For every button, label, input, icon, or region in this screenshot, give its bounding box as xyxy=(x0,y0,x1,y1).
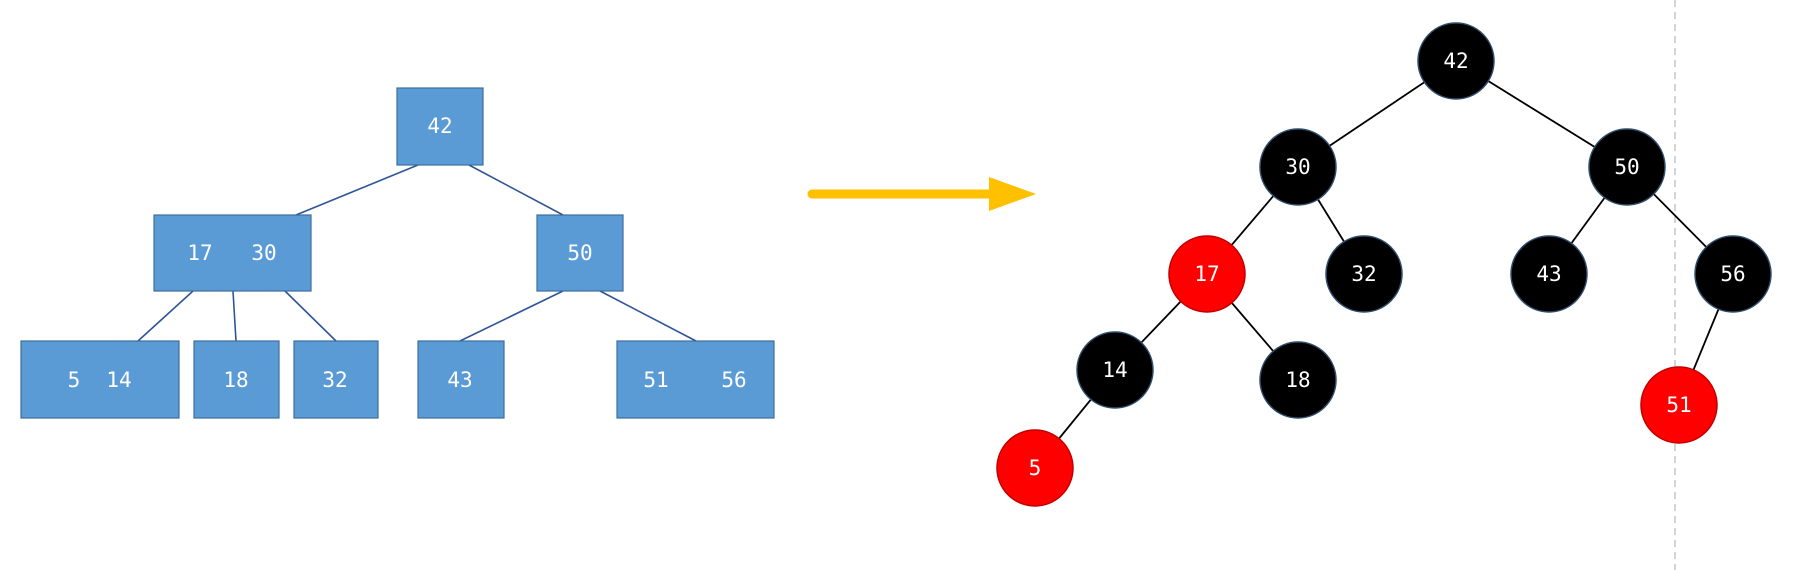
rb-node-key: 30 xyxy=(1285,155,1310,179)
rb-node-key: 18 xyxy=(1285,368,1310,392)
btree-edge-1730-32 xyxy=(284,290,337,342)
btree-key: 32 xyxy=(322,368,347,392)
rb-node-51: 51 xyxy=(1640,366,1718,444)
rb-node-key: 14 xyxy=(1102,358,1127,382)
rb-node-key: 42 xyxy=(1443,49,1468,73)
btree-edges xyxy=(137,164,697,342)
btree-key: 5 xyxy=(68,368,81,392)
btree-edge-50-43 xyxy=(459,290,564,342)
btree-key: 56 xyxy=(721,368,746,392)
rb-node-key: 5 xyxy=(1029,456,1042,480)
rb-node-14: 14 xyxy=(1076,331,1154,409)
btree-leaf-5-14: 5 14 xyxy=(20,340,180,419)
btree-edge-42-1730 xyxy=(295,164,419,216)
btree-edge-42-50 xyxy=(468,164,564,216)
btree-key: 43 xyxy=(447,368,472,392)
btree-key: 14 xyxy=(106,368,131,392)
rb-node-key: 43 xyxy=(1536,262,1561,286)
rb-node-key: 51 xyxy=(1666,393,1691,417)
btree-leaf-51-56: 51 56 xyxy=(616,340,775,419)
btree-key: 42 xyxy=(427,114,452,138)
arrow-right-icon xyxy=(807,177,1036,211)
rb-node-43: 43 xyxy=(1510,235,1588,313)
btree-key: 51 xyxy=(643,368,668,392)
btree-key: 17 xyxy=(187,241,212,265)
rb-node-key: 17 xyxy=(1194,262,1219,286)
btree-edge-1730-514 xyxy=(137,290,194,342)
rb-node-5: 5 xyxy=(996,429,1074,507)
btree-node-17-30: 17 30 xyxy=(153,214,312,292)
rbtree-nodes: 42 30 50 17 32 43 56 14 xyxy=(996,22,1772,507)
btree-leaf-32: 32 xyxy=(293,340,379,419)
btree-node-root: 42 xyxy=(396,87,484,166)
btree-key: 50 xyxy=(567,241,592,265)
rb-node-17: 17 xyxy=(1168,235,1246,313)
rb-node-42: 42 xyxy=(1417,22,1495,100)
rb-node-key: 56 xyxy=(1720,262,1745,286)
btree-leaf-18: 18 xyxy=(193,340,280,419)
btree-edge-50-5156 xyxy=(599,290,697,342)
btree-key: 30 xyxy=(251,241,276,265)
btree-key: 18 xyxy=(223,368,248,392)
btree-node-50: 50 xyxy=(536,214,624,292)
rb-node-18: 18 xyxy=(1259,341,1337,419)
btree-leaf-43: 43 xyxy=(417,340,505,419)
rb-node-32: 32 xyxy=(1325,235,1403,313)
rb-node-key: 50 xyxy=(1614,155,1639,179)
rb-node-56: 56 xyxy=(1694,235,1772,313)
rb-node-30: 30 xyxy=(1259,128,1337,206)
rb-node-key: 32 xyxy=(1351,262,1376,286)
rb-node-50: 50 xyxy=(1588,128,1666,206)
btree-edge-1730-18 xyxy=(232,290,237,342)
